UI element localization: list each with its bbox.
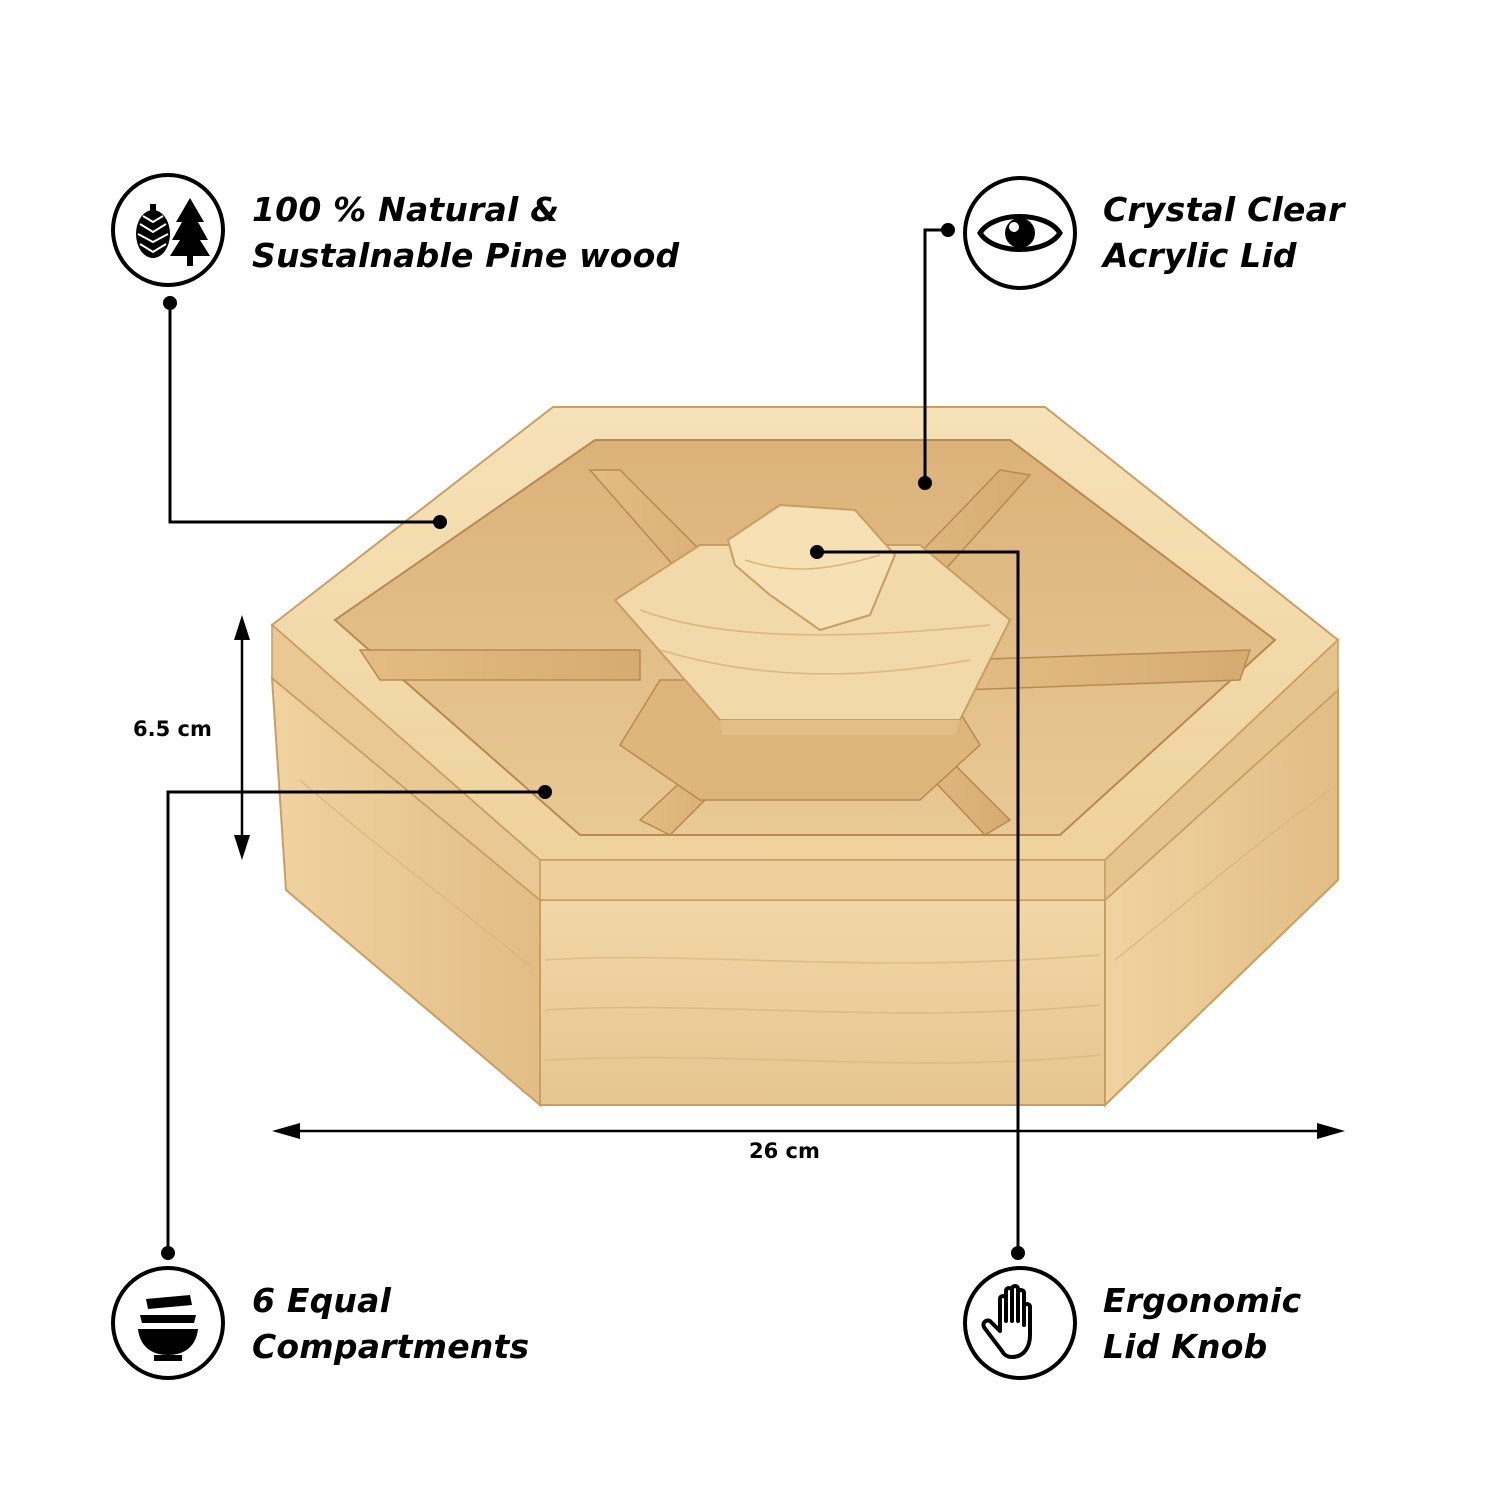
feature-knob-line2: Lid Knob xyxy=(1103,1327,1268,1366)
eye-icon xyxy=(962,175,1078,291)
feature-knob-line1: Ergonomic xyxy=(1103,1281,1302,1320)
width-dimension-label: 26 cm xyxy=(749,1139,820,1163)
pine-tree-icon xyxy=(110,172,226,288)
callout-dots xyxy=(161,223,1025,1260)
feature-label-compartments: 6 Equal Compartments xyxy=(252,1278,529,1370)
feature-compartments-line1: 6 Equal xyxy=(252,1281,392,1320)
callout-lines xyxy=(166,228,1020,1253)
feature-compartments-line2: Compartments xyxy=(252,1327,530,1366)
height-dimension-arrow xyxy=(234,615,250,860)
feature-label-knob: Ergonomic Lid Knob xyxy=(1103,1278,1301,1370)
feature-label-lid: Crystal Clear Acrylic Lid xyxy=(1103,187,1345,279)
height-dimension-label: 6.5 cm xyxy=(133,717,212,741)
hand-icon xyxy=(962,1265,1078,1381)
box-front-wall xyxy=(539,899,1106,1106)
stacked-bowls-icon xyxy=(110,1265,226,1381)
lid-knob xyxy=(613,503,1012,735)
feature-wood-line2: Sustalnable Pine wood xyxy=(252,236,680,275)
feature-label-wood: 100 % Natural & Sustalnable Pine wood xyxy=(252,187,679,279)
feature-lid-line1: Crystal Clear xyxy=(1103,190,1345,229)
feature-wood-line1: 100 % Natural & xyxy=(252,190,560,229)
width-dimension-arrow xyxy=(272,1123,1345,1139)
feature-lid-line2: Acrylic Lid xyxy=(1103,236,1297,275)
